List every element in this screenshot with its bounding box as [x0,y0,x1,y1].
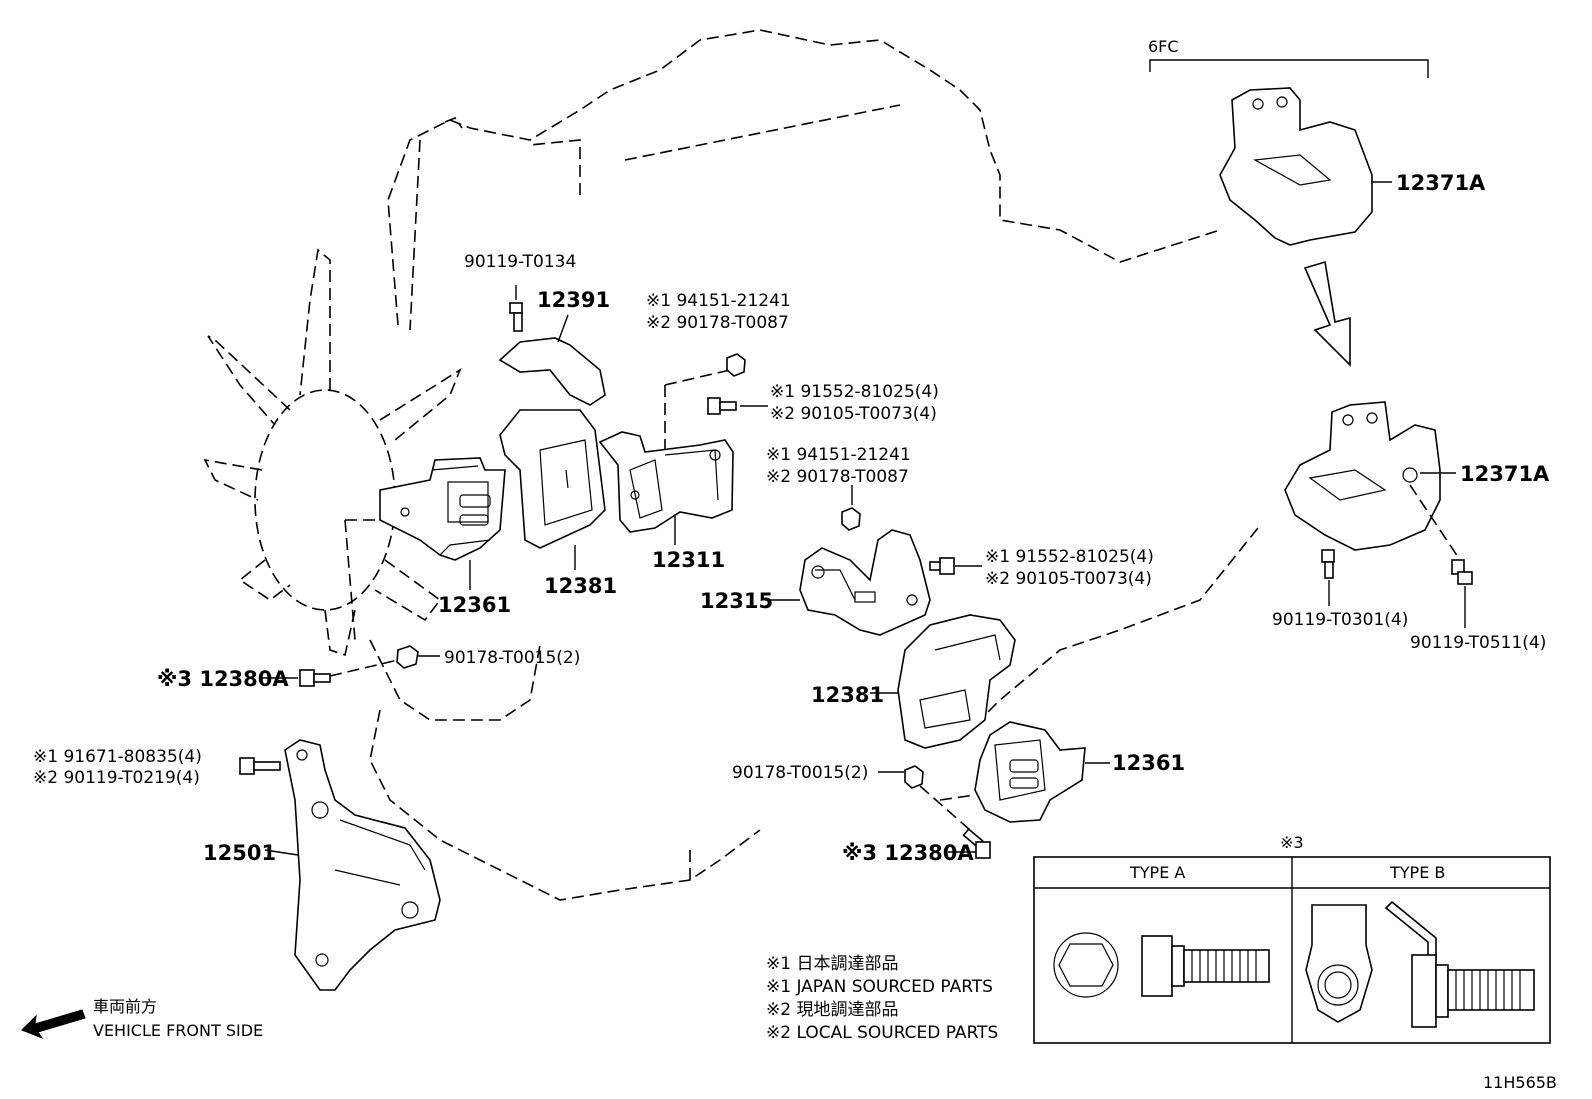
bolt-91552-upper [707,397,768,415]
mount-12371a-top [1219,87,1392,246]
label-90119-t0219: ※2 90119-T0219(4) [33,768,200,788]
insulator-12381-left [499,409,606,570]
label-12381-left: 12381 [544,574,617,598]
down-arrow [1303,260,1351,367]
type-b-header: TYPE B [1389,863,1445,882]
drawing-code: 11H565B [1483,1073,1557,1092]
bracket-12501 [264,739,441,991]
label-91552-lower: ※1 91552-81025(4) [985,547,1154,567]
label-90178-t0087-lower: ※2 90178-T0087 [766,467,909,487]
bolt-12380a-left [260,645,440,687]
label-94151-lower: ※1 94151-21241 [766,445,911,465]
label-94151-upper: ※1 94151-21241 [646,291,791,311]
note-4: ※2 LOCAL SOURCED PARTS [766,1023,998,1043]
engine-outline [369,29,1259,901]
fastener-type-table: ※3 TYPE A TYPE B [1033,833,1551,1044]
note-1: ※1 日本調達部品 [766,954,898,974]
label-91671: ※1 91671-80835(4) [33,747,202,767]
bolt-90119-t0301 [1321,549,1335,606]
bracket-12315 [765,529,931,636]
sourcing-notes: ※1 日本調達部品 ※1 JAPAN SOURCED PARTS ※2 現地調達… [766,954,998,1043]
label-12361-left: 12361 [438,593,511,617]
type-b-bolt-drawing [1305,900,1535,1028]
engine-mount-12361-left [379,457,506,590]
callout-labels: 12371A 12371A 12391 90119-T0134 ※1 94151… [33,37,1550,865]
label-12391: 12391 [537,288,610,312]
nut-94151-upper [726,353,746,377]
cooling-fan [203,248,462,657]
bolt-90119-t0134 [509,285,523,332]
vehicle-front-en: VEHICLE FRONT SIDE [93,1021,263,1040]
label-90178-t0015-left: 90178-T0015(2) [444,648,580,668]
vehicle-front-jp: 車両前方 [93,997,157,1016]
nut-94151-lower [841,485,861,531]
heat-insulator-12391 [498,314,606,406]
label-6fc: 6FC [1148,37,1179,56]
label-12371a-bottom: 12371A [1460,462,1550,486]
engine-mount-12361-right [974,721,1110,823]
type-table-marker: ※3 [1280,833,1304,852]
vehicle-front-caption: 車両前方 VEHICLE FRONT SIDE [93,997,263,1040]
note-3: ※2 現地調達部品 [766,1000,898,1020]
label-12380a-left: ※3 12380A [157,667,289,691]
bolt-91552-lower [929,557,982,575]
label-90119-t0301: 90119-T0301(4) [1272,610,1408,630]
type-a-bolt-drawing [1053,932,1270,998]
label-90105-upper: ※2 90105-T0073(4) [770,404,937,424]
bolt-91671 [239,757,281,775]
label-12315: 12315 [700,589,773,613]
group-bracket-6fc [1149,59,1429,78]
label-12361-right: 12361 [1112,751,1185,775]
bolt-90119-t0511 [1451,559,1473,628]
label-90119-t0134: 90119-T0134 [464,252,576,272]
label-12311: 12311 [652,548,725,572]
front-arrow-icon [21,1009,86,1040]
label-12381-right: 12381 [811,683,884,707]
label-12380a-right: ※3 12380A [842,841,974,865]
note-2: ※1 JAPAN SOURCED PARTS [766,977,993,997]
label-90178-t0015-right: 90178-T0015(2) [732,763,868,783]
label-90105-lower: ※2 90105-T0073(4) [985,569,1152,589]
label-12501: 12501 [203,841,276,865]
label-90178-t0087-upper: ※2 90178-T0087 [646,313,789,333]
bracket-12311 [598,369,734,545]
insulator-12381-right [870,614,1016,749]
mount-12371a-bottom [1284,401,1461,561]
bolt-12380a-right [878,765,991,859]
label-91552-upper: ※1 91552-81025(4) [770,382,939,402]
type-a-header: TYPE A [1129,863,1185,882]
label-90119-t0511: 90119-T0511(4) [1410,633,1546,653]
label-12371a-top: 12371A [1396,171,1486,195]
